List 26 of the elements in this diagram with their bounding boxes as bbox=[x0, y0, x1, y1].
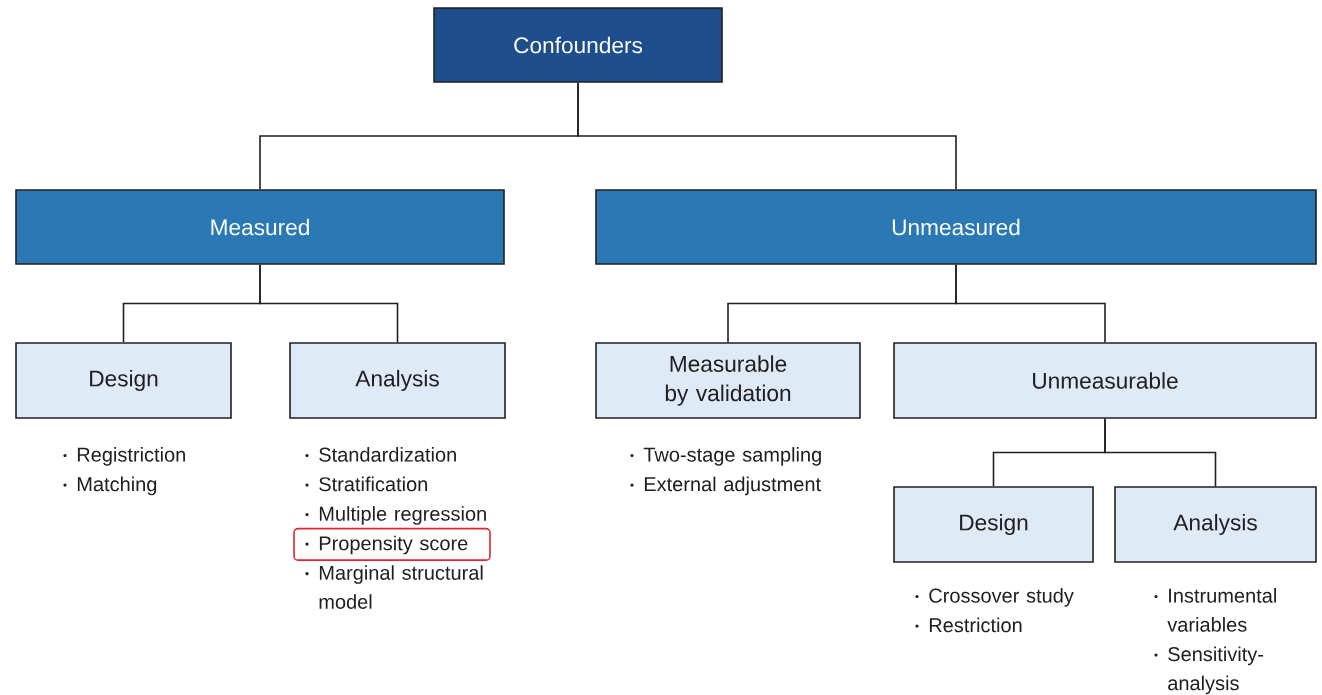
category-box: Unmeasured bbox=[595, 189, 1317, 265]
bullet-item: Crossover study bbox=[915, 588, 1074, 607]
bullet-item: Multiple regression bbox=[305, 506, 486, 525]
method-box: Analysis bbox=[289, 342, 506, 419]
bullet-item: Two-stage sampling bbox=[630, 447, 821, 466]
bullet-item: Marginal structural model bbox=[305, 565, 483, 609]
bullet-item: Stratification bbox=[305, 476, 427, 492]
bullet-item: Restriction bbox=[915, 617, 1022, 633]
bullet-item: Matching bbox=[63, 476, 157, 496]
method-box: Unmeasurable bbox=[893, 342, 1317, 419]
method-box: Measurable by validation bbox=[595, 342, 861, 419]
bullet-item: External adjustment bbox=[630, 476, 821, 496]
bullet-item: Registriction bbox=[63, 447, 185, 466]
bullet-item: Instrumental variables bbox=[1154, 588, 1276, 632]
bullet-item: Standardization bbox=[305, 447, 456, 462]
connector bbox=[259, 264, 399, 343]
category-box: Measured bbox=[15, 189, 505, 265]
connector bbox=[955, 264, 1106, 343]
connector bbox=[577, 82, 957, 190]
method-box: Analysis bbox=[1114, 486, 1317, 563]
bullet-item: Sensitivity-analysis bbox=[1154, 646, 1264, 695]
root-box: Confounders bbox=[433, 7, 723, 83]
connector bbox=[1104, 418, 1217, 487]
bullet-item: Propensity score bbox=[305, 535, 468, 555]
method-box: Design bbox=[893, 486, 1094, 563]
method-box: Design bbox=[15, 342, 232, 419]
